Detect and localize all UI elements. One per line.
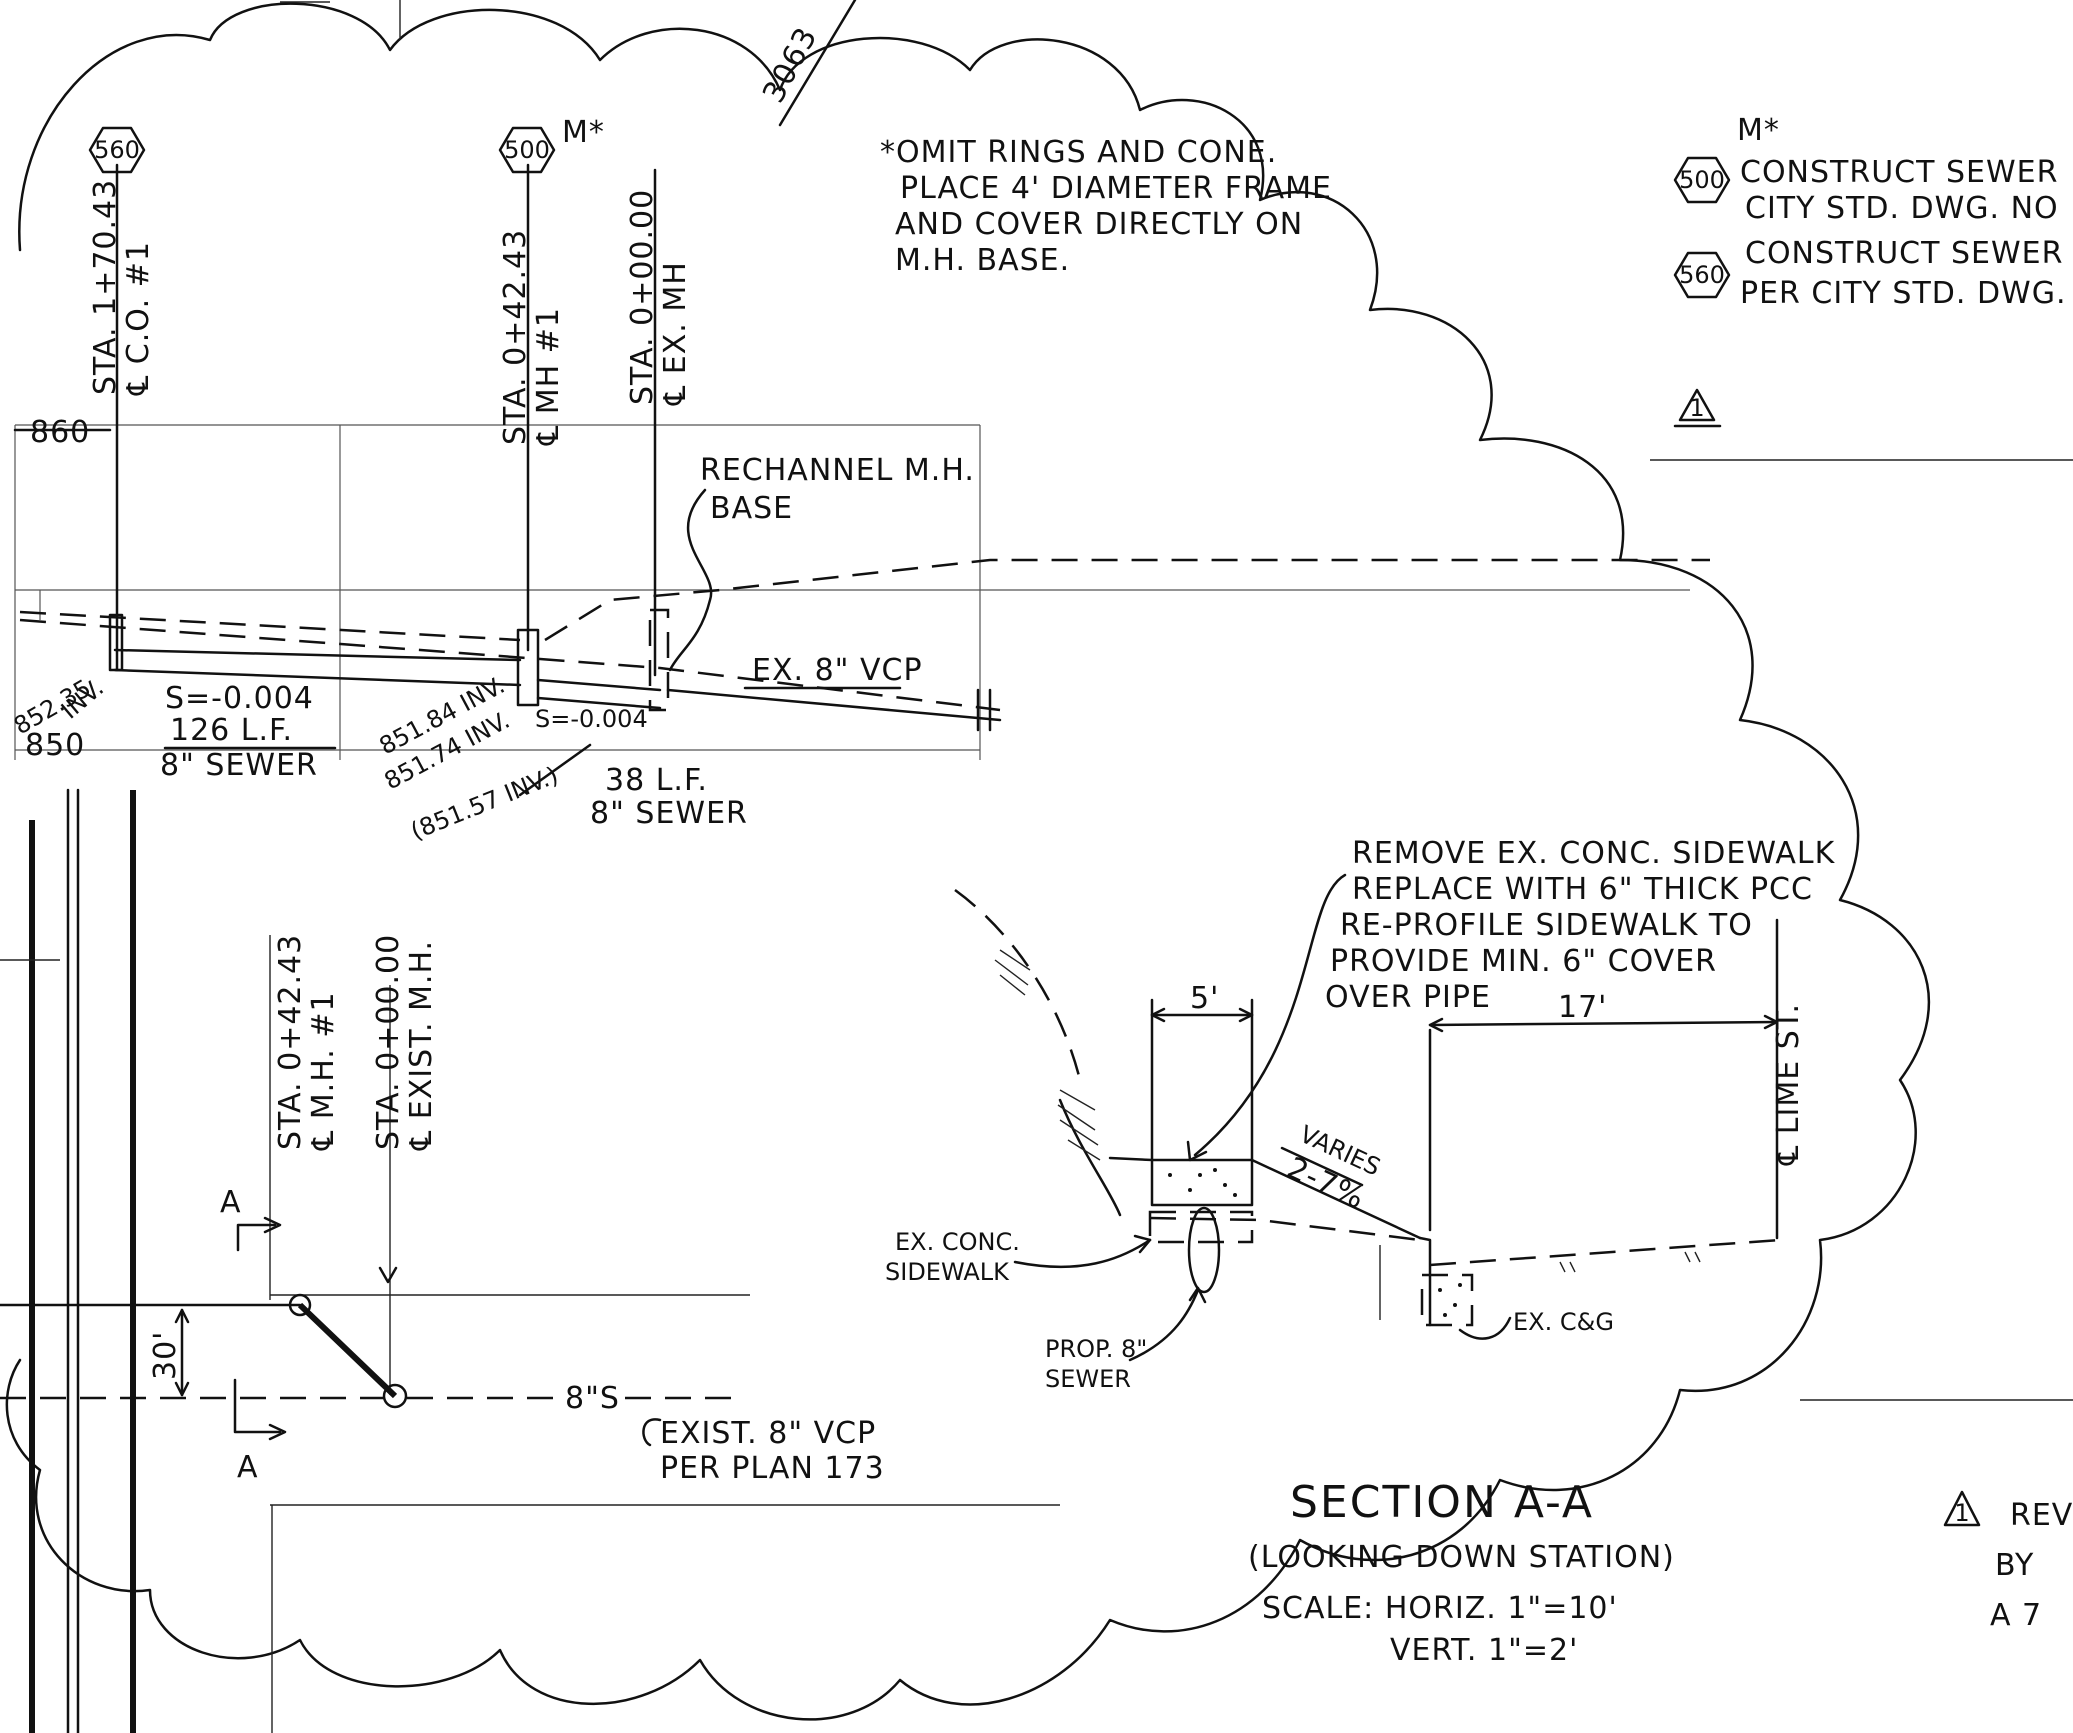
prop-sewer-label-2: SEWER <box>1045 1365 1131 1393</box>
section-cut-marker-bottom: A <box>233 1378 287 1485</box>
revision-triangle-top: 1 <box>1673 388 1722 428</box>
section-aa: 5' 17' ℄ LIME ST. VARIES 2-7% <box>885 836 1836 1668</box>
existing-pipe-line <box>666 688 1002 722</box>
plan-new-sewer <box>297 1302 398 1399</box>
omit-note-line-3: AND COVER DIRECTLY ON <box>895 207 1303 242</box>
plan-manhole-1 <box>288 1293 312 1317</box>
revision-note: 1 REV BY A 7 <box>1943 1490 2073 1633</box>
plan-pipe-label: 8"S <box>565 1381 620 1416</box>
legend-560-line-1: CONSTRUCT SEWER <box>1745 236 2063 271</box>
centerline-label-mh1: ℄ MH #1 <box>531 307 566 446</box>
exist-pipe-note-2: PER PLAN 173 <box>660 1451 885 1486</box>
svg-text:A: A <box>220 1185 242 1220</box>
omit-note-line-2: PLACE 4' DIAMETER FRAME <box>900 171 1332 206</box>
legend-560: 560 CONSTRUCT SEWER PER CITY STD. DWG. <box>1673 236 2067 311</box>
existing-pipe-label: EX. 8" VCP <box>752 653 923 688</box>
centerline-label-exmh: ℄ EX. MH <box>658 261 693 406</box>
section-title: SECTION A-A <box>1290 1477 1594 1528</box>
legend-500-marker: M* <box>1737 113 1780 148</box>
svg-text:1: 1 <box>1689 394 1704 422</box>
section-subtitle: (LOOKING DOWN STATION) <box>1248 1540 1675 1575</box>
plan-station-exmh: STA. 0+00.00 <box>371 934 406 1150</box>
ground-line-right <box>544 558 1710 642</box>
lime-street-label: ℄ LIME ST. <box>1771 1003 1806 1166</box>
background-grid-fragments <box>0 459 2073 1401</box>
elevation-850: 850 <box>25 728 85 763</box>
ex-sidewalk-label-1: EX. CONC. <box>895 1228 1020 1256</box>
rechannel-leader <box>668 488 713 672</box>
svg-text:560: 560 <box>94 136 140 164</box>
centerline-label-co: ℄ C.O. #1 <box>121 241 156 396</box>
length-1: 126 L.F. <box>170 713 293 748</box>
manhole-1-profile <box>516 628 540 707</box>
svg-text:1: 1 <box>1954 1499 1969 1527</box>
legend-560-line-2: PER CITY STD. DWG. <box>1740 276 2067 311</box>
tag-560: 560 <box>88 126 146 174</box>
remove-note-5: OVER PIPE <box>1325 980 1491 1015</box>
size-1: 8" SEWER <box>160 748 318 783</box>
existing-ground-line <box>19 610 521 642</box>
omit-note-line-1: *OMIT RINGS AND CONE. <box>880 135 1277 170</box>
plan-centerline-mh1: ℄ M.H. #1 <box>306 991 341 1151</box>
svg-text:560: 560 <box>1679 261 1725 289</box>
revision-cloud <box>5 2 1931 1721</box>
north-line <box>778 0 857 127</box>
tag-500-marker: M* <box>562 115 605 150</box>
station-label-mh1: STA. 0+42.43 <box>498 229 533 445</box>
tag-500: 500 M* <box>498 115 605 174</box>
road-edge-lines <box>29 788 136 1733</box>
dim-5-label: 5' <box>1190 981 1219 1016</box>
section-cut-marker-top: A <box>220 1185 282 1252</box>
revision-note-line-1: REV <box>2010 1498 2073 1533</box>
revision-note-line-2: BY <box>1995 1548 2034 1583</box>
omit-note-line-4: M.H. BASE. <box>895 243 1070 278</box>
ex-sidewalk-label-2: SIDEWALK <box>885 1258 1010 1286</box>
offset-label: 30' <box>148 1331 183 1380</box>
remove-note-2: REPLACE WITH 6" THICK PCC <box>1352 872 1813 907</box>
remove-note-4: PROVIDE MIN. 6" COVER <box>1330 944 1717 979</box>
profile-grid <box>14 424 1690 760</box>
slope-2: S=-0.004 <box>535 705 648 733</box>
station-label-exmh: STA. 0+00.00 <box>625 189 660 405</box>
length-2: 38 L.F. <box>605 763 708 798</box>
section-scale-horiz: SCALE: HORIZ. 1"=10' <box>1262 1591 1618 1626</box>
svg-text:A: A <box>237 1450 259 1485</box>
exist-pipe-note-1: EXIST. 8" VCP <box>660 1416 876 1451</box>
remove-note-3: RE-PROFILE SIDEWALK TO <box>1340 908 1753 943</box>
section-scale-vert: VERT. 1"=2' <box>1390 1633 1578 1668</box>
north-distance: 3063 <box>756 21 825 108</box>
profile-sewer-pipe <box>113 648 522 687</box>
profile-sewer-pipe-2 <box>536 678 662 710</box>
plan-existing-manhole <box>382 1383 408 1409</box>
plan-station-mh1: STA. 0+42.43 <box>273 934 308 1150</box>
plan-centerline-exmh: ℄ EXIST. M.H. <box>404 940 439 1151</box>
legend-500-line-2: CITY STD. DWG. NO <box>1745 191 2059 226</box>
size-2: 8" SEWER <box>590 796 748 831</box>
remove-note-1: REMOVE EX. CONC. SIDEWALK <box>1352 836 1836 871</box>
dim-17-label: 17' <box>1558 990 1607 1025</box>
revision-note-line-3: A 7 <box>1990 1598 2042 1633</box>
legend-500-line-1: CONSTRUCT SEWER <box>1740 155 2058 190</box>
station-label-co: STA. 1+70.43 <box>88 179 123 395</box>
prop-sewer-label-1: PROP. 8" <box>1045 1335 1147 1363</box>
existing-manhole-profile <box>648 608 670 712</box>
elevation-860: 860 <box>30 415 90 450</box>
rechannel-line-1: RECHANNEL M.H. <box>700 453 975 488</box>
slope-1: S=-0.004 <box>165 681 314 716</box>
lower-ground-line <box>19 618 1001 712</box>
invert-co-label: INV. <box>56 674 109 725</box>
svg-text:500: 500 <box>504 136 550 164</box>
rechannel-line-2: BASE <box>710 491 793 526</box>
ex-cg-label: EX. C&G <box>1513 1308 1614 1336</box>
legend-500: 500 M* CONSTRUCT SEWER CITY STD. DWG. NO <box>1673 113 2059 226</box>
svg-text:500: 500 <box>1679 166 1725 194</box>
